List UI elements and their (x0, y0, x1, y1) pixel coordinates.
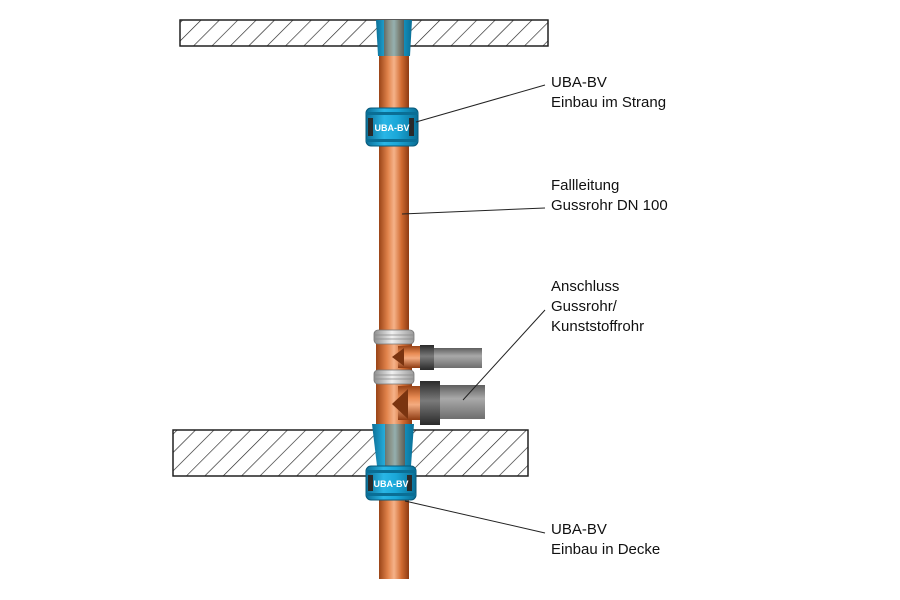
coupling-badge-bottom: UBA-BV (374, 479, 409, 489)
uba-bv-coupling-top: UBA-BV (365, 107, 419, 147)
coupling-badge-top: UBA-BV (375, 123, 410, 133)
clamp-ring-middle (373, 369, 415, 385)
clamp-ring-upper (373, 329, 415, 345)
label-top-coupling: UBA-BV Einbau im Strang (551, 73, 666, 113)
label-downpipe: Fallleitung Gussrohr DN 100 (551, 176, 668, 216)
leader-line-top-coupling (415, 84, 546, 123)
label-connection-line2: Gussrohr/ (551, 298, 617, 315)
label-top-coupling-line2: Einbau im Strang (551, 94, 667, 111)
branch-fitting (373, 329, 485, 426)
label-connection-line3: Kunststoffrohr (551, 318, 645, 335)
leader-line-downpipe (401, 207, 546, 215)
label-bottom-coupling-line1: UBA-BV (551, 521, 607, 538)
large-connection-sleeve (420, 381, 440, 425)
label-top-coupling-line1: UBA-BV (551, 74, 607, 91)
label-connection-line1: Anschluss (551, 278, 620, 295)
label-bottom-coupling-line2: Einbau in Decke (551, 541, 661, 558)
ceiling-coupling-sleeve (376, 20, 412, 56)
floor-coupling-sleeve (372, 424, 414, 466)
uba-bv-coupling-bottom: UBA-BV (365, 465, 417, 501)
small-connection-pipe (434, 348, 482, 368)
large-connection-pipe (440, 385, 485, 419)
label-downpipe-line2: Gussrohr DN 100 (551, 197, 668, 214)
label-downpipe-line1: Fallleitung (551, 177, 620, 194)
small-connection-sleeve (420, 345, 434, 370)
label-bottom-coupling: UBA-BV Einbau in Decke (551, 520, 660, 560)
upper-branch-outlet (398, 346, 424, 368)
leader-line-connection (462, 309, 546, 401)
leader-line-bottom-coupling (404, 500, 546, 534)
label-connection: Anschluss Gussrohr/ Kunststoffrohr (551, 277, 644, 337)
ceiling-slab-top (179, 19, 549, 47)
floor-slab-bottom (172, 429, 529, 477)
